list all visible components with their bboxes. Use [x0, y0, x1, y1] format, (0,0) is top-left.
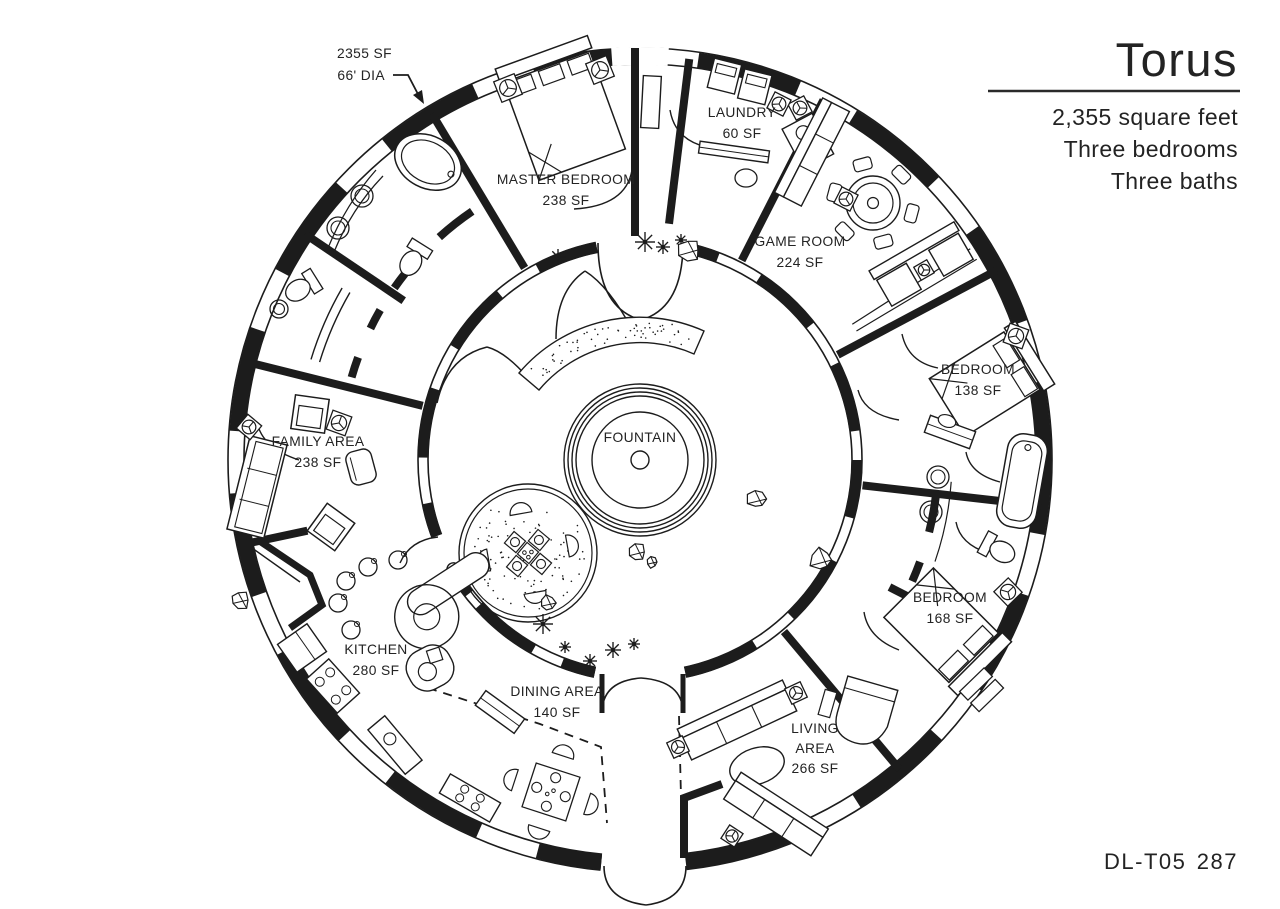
barrel-chair [345, 448, 377, 486]
fixture-fan-symbol [720, 824, 744, 848]
dining-table-set [503, 744, 599, 840]
plan-title: Torus [1116, 33, 1238, 86]
fixture-fan-symbol [786, 94, 814, 122]
room-label-game-room-area: 224 SF [777, 255, 824, 270]
toilet [399, 237, 434, 276]
plan-geometry [226, 34, 1056, 906]
kitchen-fixture [405, 644, 455, 692]
title-block: Torus 2,355 square feet Three bedrooms T… [988, 33, 1240, 194]
room-label-dining-area-area: 140 SF [534, 705, 581, 720]
patio-table-set [477, 502, 579, 604]
dresser [697, 140, 771, 164]
washer-dryer [706, 57, 773, 106]
fixture-fan-symbol [235, 413, 263, 441]
garden-bench [518, 316, 705, 391]
family-sofa [226, 434, 288, 540]
callout-diameter-text: 66' DIA [337, 68, 385, 83]
open-plan-dashed-lines [427, 687, 682, 824]
room-label-dining-area-name: DINING AREA [510, 684, 604, 699]
callout-leader [393, 74, 424, 104]
room-label-bedroom-lower-area: 168 SF [927, 611, 974, 626]
grand-piano [817, 675, 899, 745]
fountain [563, 383, 717, 537]
area-callout: 2355 SF 66' DIA [337, 46, 392, 83]
living-sofa-2 [722, 771, 830, 857]
page-number: 287 [1197, 849, 1238, 874]
room-labels: MASTER BEDROOM 238 SF LAUNDRY 60 SF GAME… [272, 105, 1015, 776]
loveseat [868, 220, 975, 308]
fixture-fan-symbol [325, 409, 353, 437]
room-label-living-area-name2: AREA [795, 741, 835, 756]
inner-courtyard-ring [417, 237, 863, 683]
toilet [285, 267, 324, 302]
game-room-sofa [773, 97, 851, 207]
wall-openings [417, 47, 690, 886]
spec-bedrooms: Three bedrooms [1064, 136, 1238, 162]
bed-lower [882, 566, 1013, 697]
dresser [474, 689, 526, 735]
kitchen-counter-cooktop [438, 773, 502, 823]
fixture-fan-symbol [492, 72, 524, 104]
room-label-game-room-name: GAME ROOM [755, 234, 846, 249]
fixture-fan-symbol [1002, 322, 1030, 350]
fixture-fan-symbol [992, 576, 1024, 608]
fixture-fan-symbol [665, 734, 691, 760]
fixture-fan-symbol [912, 258, 936, 282]
door-jambs [423, 242, 747, 870]
room-label-living-area-name1: LIVING [791, 721, 839, 736]
refrigerator [276, 622, 328, 674]
drawing-number: DL-T05 [1104, 849, 1186, 874]
kitchen-counter-sink [366, 714, 424, 776]
patio-circle [458, 483, 598, 623]
range [302, 657, 361, 718]
armchair [306, 502, 356, 552]
room-label-laundry-name: LAUNDRY [708, 105, 776, 120]
room-label-family-area-area: 238 SF [295, 455, 342, 470]
bathtub [995, 433, 1049, 529]
sheet-footer: DL-T05 287 [1104, 849, 1238, 874]
fixture-fan-symbol [766, 91, 792, 117]
room-label-kitchen-area: 280 SF [353, 663, 400, 678]
room-label-master-bedroom-area: 238 SF [543, 193, 590, 208]
room-label-bedroom-upper-area: 138 SF [955, 383, 1002, 398]
plants-and-rocks [231, 232, 833, 668]
spec-baths: Three baths [1111, 168, 1238, 194]
callout-area-text: 2355 SF [337, 46, 392, 61]
room-label-laundry-area: 60 SF [723, 126, 762, 141]
room-label-fountain: FOUNTAIN [604, 430, 677, 445]
toilet [976, 530, 1016, 564]
fixture-fan-symbol [584, 54, 616, 86]
room-label-kitchen-name: KITCHEN [344, 642, 407, 657]
room-label-living-area-area: 266 SF [792, 761, 839, 776]
living-sofa [676, 679, 798, 761]
fixture-fan-symbol [783, 680, 809, 706]
fixture-fan-symbol [833, 186, 859, 212]
room-label-bedroom-lower-name: BEDROOM [913, 590, 987, 605]
armchair [289, 393, 331, 435]
room-label-family-area-name: FAMILY AREA [272, 434, 365, 449]
furniture [226, 34, 1056, 857]
master-tub [394, 133, 462, 191]
room-label-master-bedroom-name: MASTER BEDROOM [497, 172, 635, 187]
spec-square-feet: 2,355 square feet [1052, 104, 1238, 130]
bedroom-bench [958, 666, 1005, 713]
kitchen-island [394, 552, 490, 650]
room-label-bedroom-upper-name: BEDROOM [941, 362, 1015, 377]
